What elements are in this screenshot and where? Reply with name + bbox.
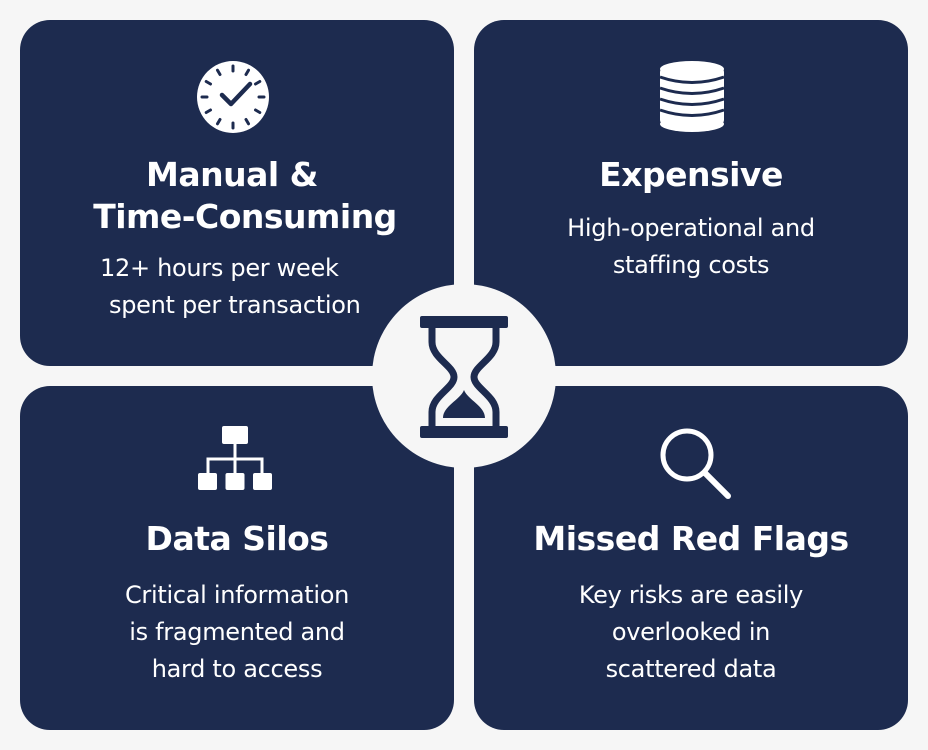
desc-line: Critical information	[124, 581, 350, 609]
title-line: Manual &	[146, 155, 318, 194]
desc-line: is fragmented and	[129, 618, 345, 646]
title-line: Time-Consuming	[93, 197, 397, 236]
title-line: Missed Red Flags	[533, 519, 849, 558]
card-manual-time-consuming: Manual & Time-Consuming 12+ hours per we…	[20, 20, 454, 366]
card-missed-red-flags: Missed Red Flags Key risks are easily ov…	[474, 386, 908, 730]
desc-line: overlooked in	[611, 618, 771, 646]
card-title: Data Silos	[20, 518, 454, 560]
search-icon	[660, 428, 731, 499]
desc-line: scattered data	[605, 655, 777, 683]
card-description: Key risks are easily overlooked in scatt…	[474, 577, 908, 688]
title-line: Expensive	[599, 155, 783, 194]
coin-stack-icon	[659, 61, 725, 132]
card-data-silos: Data Silos Critical information is fragm…	[20, 386, 454, 730]
desc-line: High-operational and	[567, 214, 815, 242]
center-hub	[372, 284, 556, 468]
desc-line: staffing costs	[612, 251, 770, 279]
card-title: Missed Red Flags	[474, 518, 908, 560]
card-description: High-operational and staffing costs	[474, 210, 908, 284]
title-line: Data Silos	[145, 519, 329, 558]
desc-line: 12+ hours per week	[100, 254, 339, 282]
card-expensive: Expensive High-operational and staffing …	[474, 20, 908, 366]
card-title: Expensive	[474, 154, 908, 196]
hourglass-icon	[420, 316, 508, 438]
desc-line: spent per transaction	[109, 291, 361, 319]
card-description: Critical information is fragmented and h…	[20, 577, 454, 688]
desc-line: Key risks are easily	[578, 581, 804, 609]
hierarchy-icon	[198, 426, 272, 490]
clock-icon	[197, 61, 269, 133]
card-title: Manual & Time-Consuming	[20, 154, 454, 238]
desc-line: hard to access	[151, 655, 323, 683]
card-description: 12+ hours per week spent per transaction	[100, 250, 454, 324]
